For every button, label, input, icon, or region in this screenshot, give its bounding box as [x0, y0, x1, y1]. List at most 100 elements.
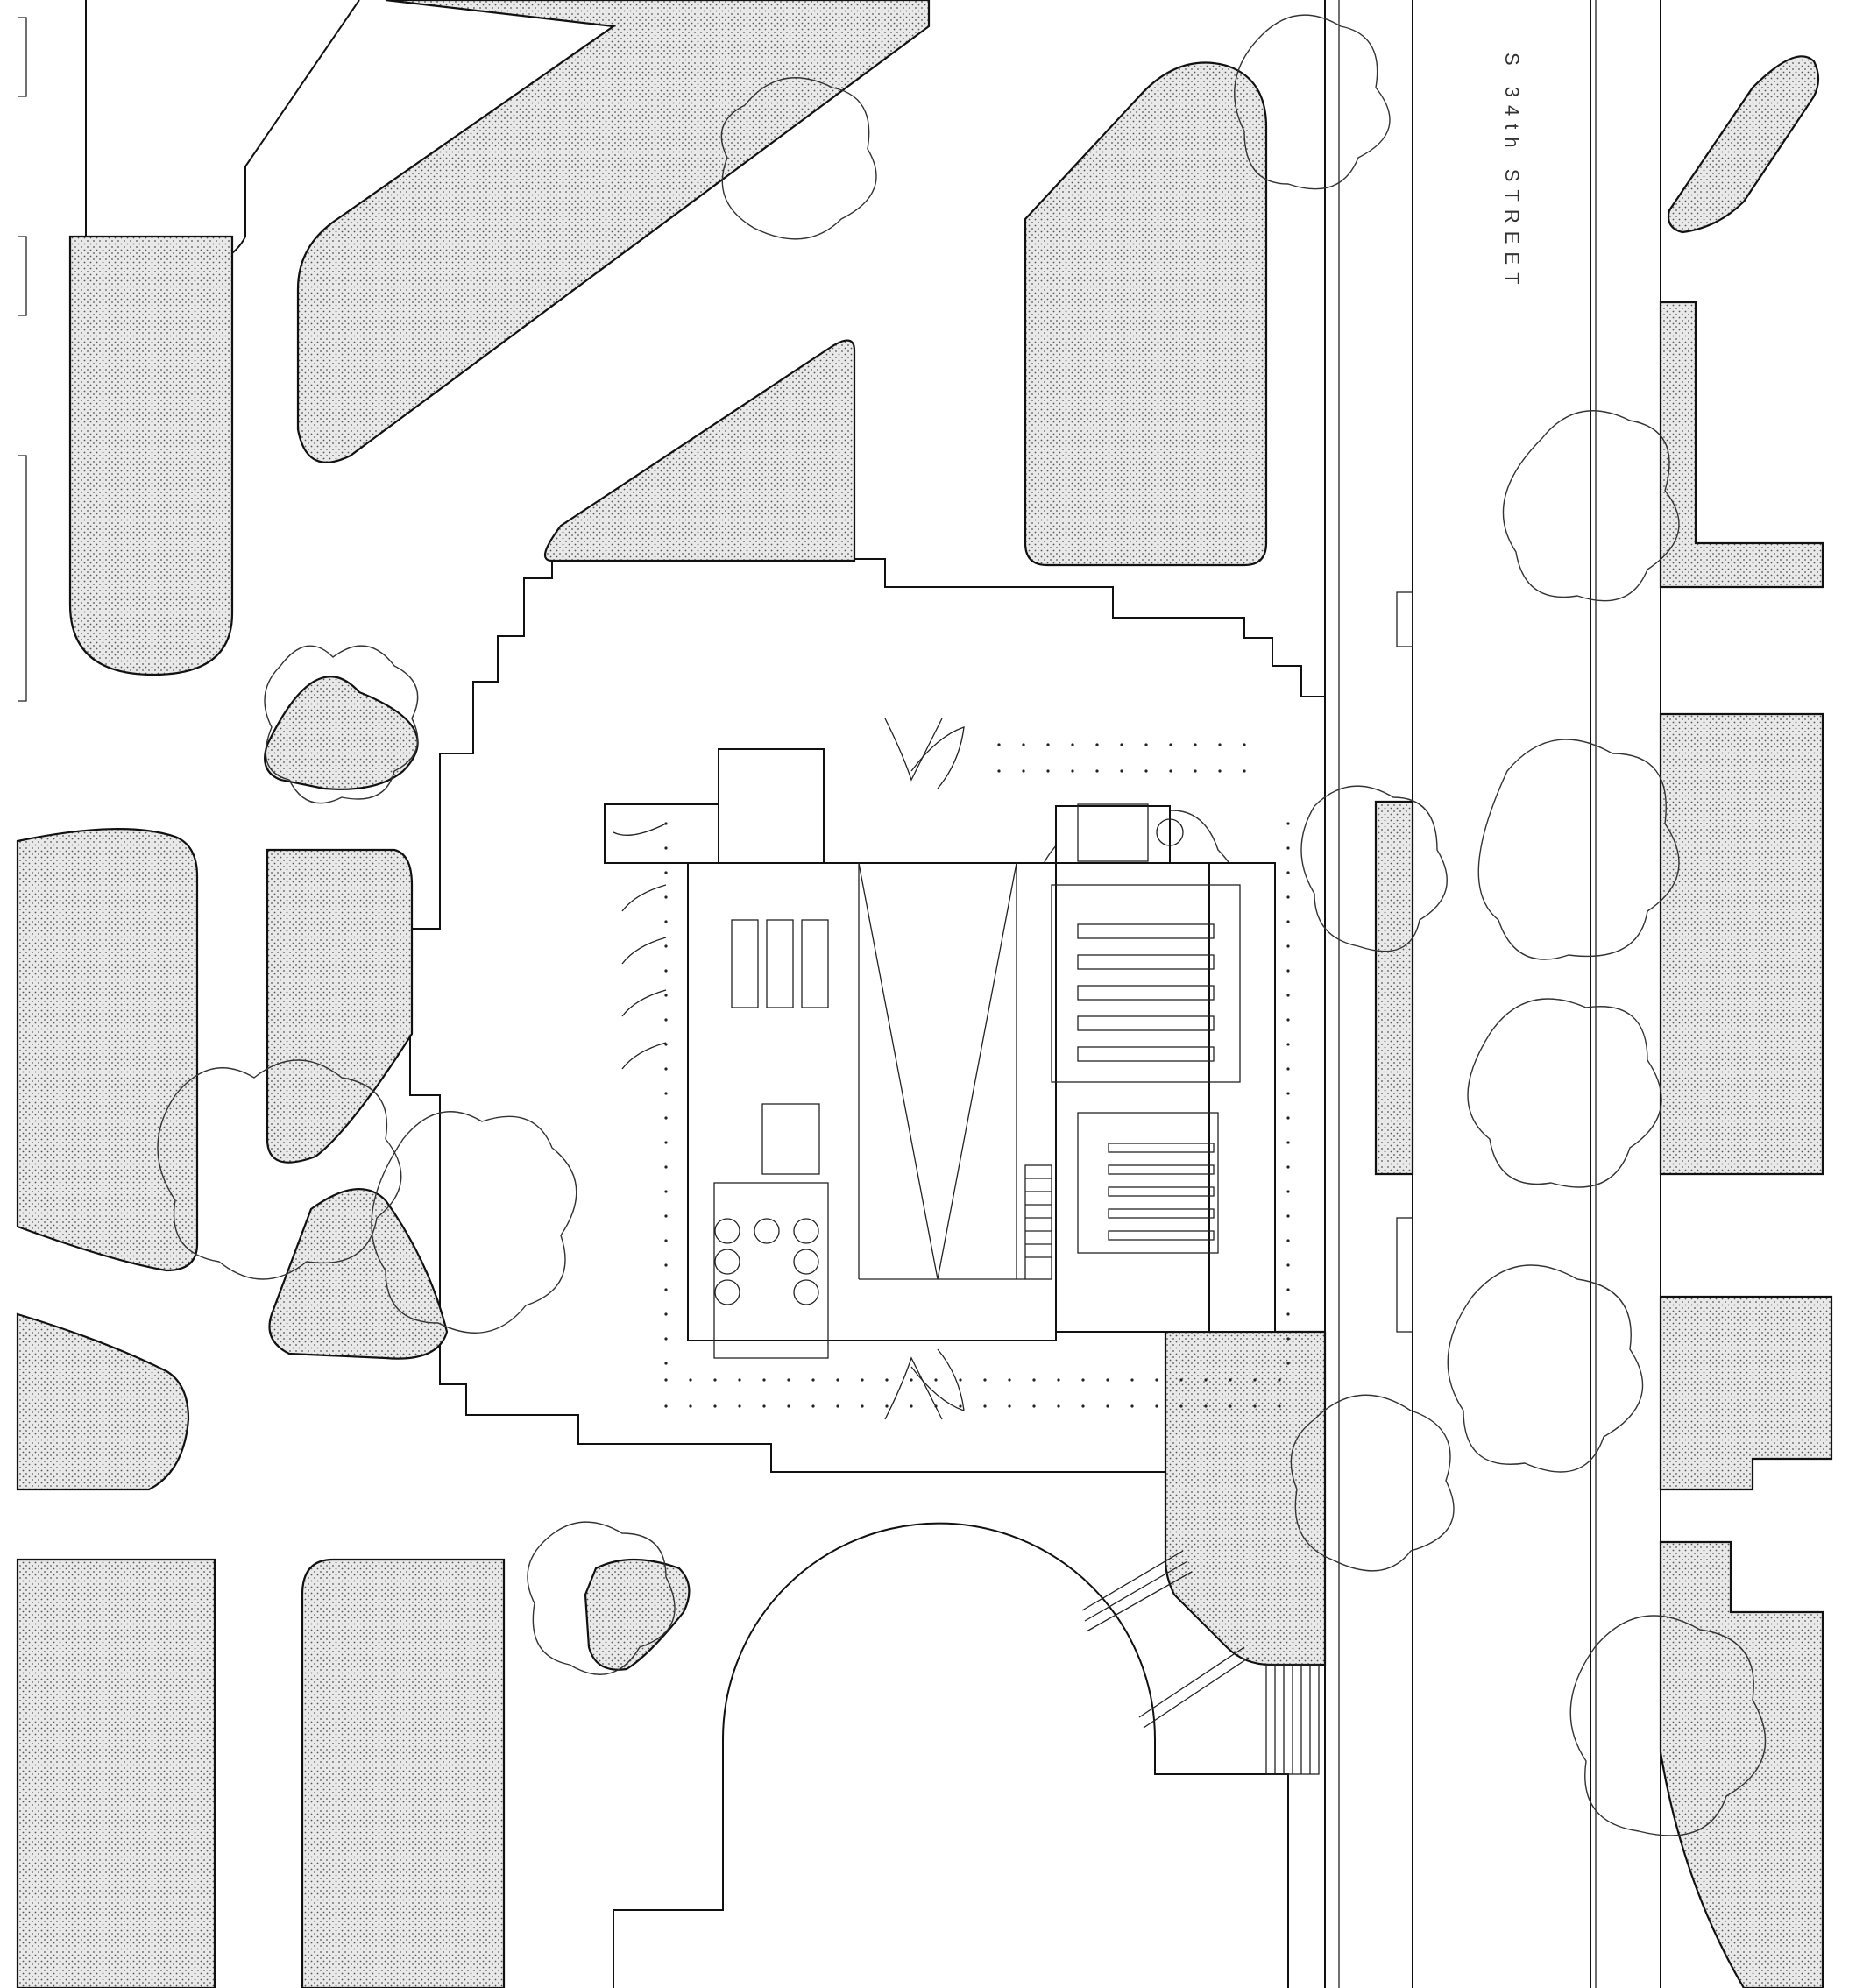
- column-dot: [1106, 1404, 1109, 1408]
- column-dot: [811, 1378, 815, 1382]
- column-dot: [689, 1378, 692, 1382]
- column-dot: [1286, 1362, 1290, 1365]
- cafe-table-group: [731, 919, 829, 1008]
- planting-bed: [68, 235, 234, 676]
- column-dot: [1081, 1404, 1085, 1408]
- column-dot: [1179, 1404, 1183, 1408]
- column-dot: [664, 1190, 668, 1193]
- column-dot: [713, 1378, 717, 1382]
- column-dot: [664, 1043, 668, 1046]
- entry-doors: [613, 718, 965, 1420]
- column-dot: [664, 895, 668, 899]
- column-dot: [664, 1312, 668, 1316]
- planting-bed: [584, 1558, 691, 1671]
- planting-bed: [301, 1558, 506, 1988]
- column-dot: [885, 1404, 889, 1408]
- column-dot: [1286, 1043, 1290, 1046]
- column-dot: [1278, 1404, 1281, 1408]
- column-dot: [664, 822, 668, 825]
- column-dot: [762, 1378, 766, 1382]
- round-table-group: [714, 1218, 819, 1305]
- column-dot: [664, 1067, 668, 1071]
- elevator-core: [1077, 803, 1149, 862]
- column-dot: [713, 1404, 717, 1408]
- column-dot: [1286, 1190, 1290, 1193]
- kitchen-island: [761, 1103, 820, 1175]
- column-grid: [664, 743, 1290, 1408]
- column-dot: [1046, 743, 1050, 746]
- tree-canopies: [157, 14, 1767, 1836]
- column-dot: [1046, 769, 1050, 773]
- column-dot: [1286, 1288, 1290, 1291]
- seat-row-group: [1108, 1143, 1215, 1241]
- column-dot: [664, 1116, 668, 1120]
- column-dot: [1286, 846, 1290, 850]
- column-dot: [1032, 1378, 1036, 1382]
- column-dot: [1155, 1378, 1158, 1382]
- column-dot: [1286, 871, 1290, 874]
- column-dot: [1022, 743, 1025, 746]
- column-dot: [787, 1378, 790, 1382]
- column-dot: [885, 1378, 889, 1382]
- column-dot: [664, 1092, 668, 1095]
- column-dot: [1286, 1141, 1290, 1144]
- column-dot: [1286, 1018, 1290, 1022]
- planting-bed: [16, 1558, 216, 1988]
- central-building: [604, 748, 1276, 1359]
- column-dot: [1286, 1116, 1290, 1120]
- column-dot: [1071, 769, 1074, 773]
- column-dot: [1286, 895, 1290, 899]
- furniture: [714, 919, 1215, 1305]
- column-dot: [664, 1288, 668, 1291]
- column-dot: [910, 1404, 913, 1408]
- column-dot: [1194, 769, 1197, 773]
- column-dot: [1229, 1404, 1232, 1408]
- column-dot: [1286, 1214, 1290, 1218]
- column-dot: [1169, 743, 1172, 746]
- column-dot: [934, 1404, 938, 1408]
- column-dot: [934, 1378, 938, 1382]
- column-dot: [1144, 743, 1148, 746]
- column-dot: [1120, 743, 1123, 746]
- column-dot: [1204, 1404, 1208, 1408]
- column-dot: [1130, 1378, 1134, 1382]
- column-dot: [1081, 1378, 1085, 1382]
- column-dot: [983, 1404, 987, 1408]
- column-dot: [664, 944, 668, 948]
- column-dot: [1286, 1239, 1290, 1242]
- column-dot: [664, 1263, 668, 1267]
- column-dot: [1130, 1404, 1134, 1408]
- column-dot: [1144, 769, 1148, 773]
- plaza-outline: [409, 558, 1326, 1473]
- column-dot: [664, 1239, 668, 1242]
- column-dot: [1071, 743, 1074, 746]
- column-dot: [1286, 1067, 1290, 1071]
- planting-bed: [1659, 1295, 1833, 1491]
- service-core: [713, 1182, 829, 1359]
- column-dot: [1194, 743, 1197, 746]
- column-dot: [811, 1404, 815, 1408]
- column-dot: [1286, 1312, 1290, 1316]
- column-dot: [1008, 1378, 1011, 1382]
- column-dot: [1253, 1378, 1257, 1382]
- column-dot: [959, 1378, 962, 1382]
- planting-bed: [16, 828, 199, 1272]
- column-dot: [1253, 1404, 1257, 1408]
- column-dot: [836, 1378, 839, 1382]
- column-dot: [1022, 769, 1025, 773]
- column-dot: [1278, 1378, 1281, 1382]
- stair: [1024, 1164, 1052, 1280]
- column-dot: [1286, 920, 1290, 923]
- planting-bed: [264, 676, 419, 790]
- planting-bed: [266, 848, 414, 1164]
- planting-beds: [16, 0, 1833, 1988]
- column-dot: [836, 1404, 839, 1408]
- column-dot: [738, 1378, 741, 1382]
- desk-row-group: [1077, 923, 1215, 1062]
- column-dot: [664, 1141, 668, 1144]
- column-dot: [664, 920, 668, 923]
- column-dot: [1120, 769, 1123, 773]
- column-dot: [664, 994, 668, 997]
- column-dot: [1095, 743, 1099, 746]
